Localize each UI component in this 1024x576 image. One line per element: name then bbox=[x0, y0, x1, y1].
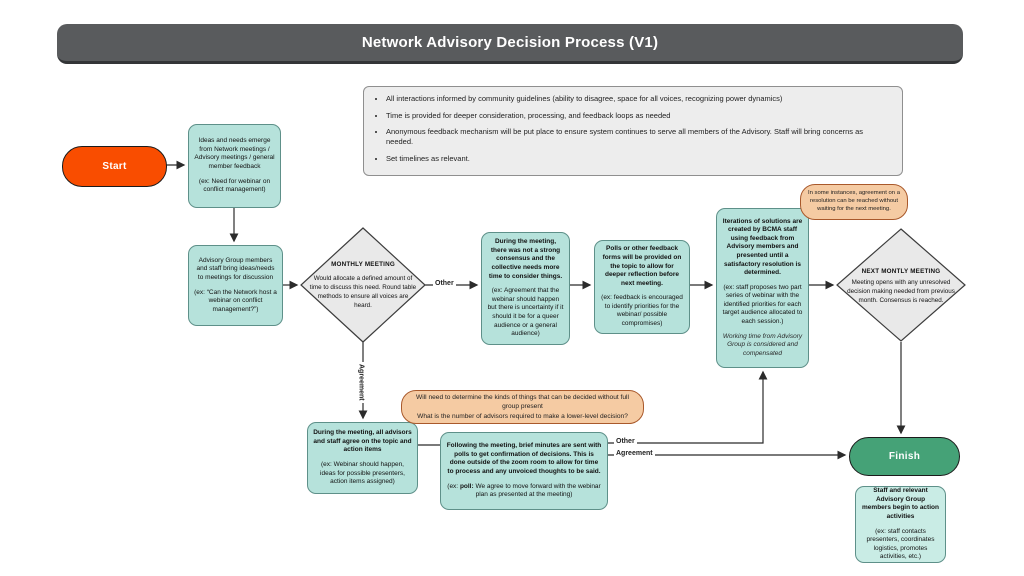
callout-line: Will need to determine the kinds of thin… bbox=[416, 394, 629, 411]
start-node: Start bbox=[62, 146, 167, 187]
node-agree-topic: During the meeting, all advisors and sta… bbox=[307, 422, 418, 494]
callout-instances: In some instances, agreement on a resolu… bbox=[800, 184, 908, 220]
decision-title: NEXT MONTLY MEETING bbox=[861, 267, 941, 275]
node-iterations: Iterations of solutions are created by B… bbox=[716, 208, 809, 368]
node-note: Working time from Advisory Group is cons… bbox=[722, 332, 803, 357]
node-example: (ex: Webinar should happen, ideas for po… bbox=[320, 461, 405, 486]
note-item: Anonymous feedback mechanism will be put… bbox=[386, 127, 890, 147]
callout-line: What is the number of advisors required … bbox=[417, 412, 628, 420]
node-ideas-emerge: Ideas and needs emerge from Network meet… bbox=[188, 124, 281, 208]
node-minutes-polls: Following the meeting, brief minutes are… bbox=[440, 432, 608, 510]
page-title: Network Advisory Decision Process (V1) bbox=[361, 34, 659, 51]
example-prefix: (ex: bbox=[447, 482, 460, 490]
node-no-consensus: During the meeting, there was not a stro… bbox=[481, 232, 570, 345]
node-example: (ex: feedback is encouraged to identify … bbox=[601, 294, 683, 328]
example-rest: We agree to move forward with the webina… bbox=[473, 482, 601, 499]
node-example: (ex: staff contacts presenters, coordina… bbox=[866, 527, 935, 561]
decision-title: MONTHLY MEETING bbox=[331, 260, 395, 268]
edge-label-other-2: Other bbox=[614, 438, 637, 446]
decision-next-meeting: NEXT MONTLY MEETING Meeting opens with a… bbox=[846, 258, 956, 314]
decision-monthly-meeting: MONTHLY MEETING Would allocate a defined… bbox=[309, 248, 417, 322]
decision-body: Would allocate a defined amount of time … bbox=[309, 274, 417, 310]
node-heading: Iterations of solutions are created by B… bbox=[722, 217, 803, 277]
node-example: (ex: poll: We agree to move forward with… bbox=[446, 483, 602, 500]
node-bring-ideas: Advisory Group members and staff bring i… bbox=[188, 245, 283, 326]
callout-determine: Will need to determine the kinds of thin… bbox=[401, 390, 644, 424]
note-item: Set timelines as relevant. bbox=[386, 154, 890, 164]
node-example: (ex: Agreement that the webinar should h… bbox=[487, 287, 564, 338]
example-bold: poll: bbox=[459, 482, 474, 490]
node-example: (ex: “Can the Network host a webinar on … bbox=[194, 288, 277, 313]
edge-label-agreement-2: Agreement bbox=[614, 450, 655, 458]
node-body: Advisory Group members and staff bring i… bbox=[196, 256, 275, 281]
node-example: (ex: Need for webinar on conflict manage… bbox=[198, 177, 271, 194]
node-polls-feedback: Polls or other feedback forms will be pr… bbox=[594, 240, 690, 334]
callout-text: In some instances, agreement on a resolu… bbox=[807, 190, 900, 212]
finish-label: Finish bbox=[888, 451, 921, 462]
node-heading: During the meeting, there was not a stro… bbox=[488, 238, 563, 280]
node-example: (ex: staff proposes two part series of w… bbox=[722, 283, 803, 326]
guidelines-notes-panel: All interactions informed by community g… bbox=[363, 86, 903, 176]
decision-body: Meeting opens with any unresolved decisi… bbox=[847, 278, 955, 305]
node-heading: Polls or other feedback forms will be pr… bbox=[602, 245, 682, 287]
edge-label-other-1: Other bbox=[433, 280, 456, 288]
node-action-activities: Staff and relevant Advisory Group member… bbox=[855, 486, 946, 563]
start-label: Start bbox=[102, 161, 127, 172]
edge-label-agreement-vertical: Agreement bbox=[357, 362, 365, 403]
node-heading: During the meeting, all advisors and sta… bbox=[313, 429, 412, 454]
node-heading: Staff and relevant Advisory Group member… bbox=[862, 487, 939, 520]
node-heading: Following the meeting, brief minutes are… bbox=[446, 442, 602, 475]
finish-node: Finish bbox=[849, 437, 960, 476]
note-item: Time is provided for deeper consideratio… bbox=[386, 111, 890, 121]
flowchart-title-bar: Network Advisory Decision Process (V1) bbox=[57, 24, 963, 64]
note-item: All interactions informed by community g… bbox=[386, 94, 890, 104]
node-body: Ideas and needs emerge from Network meet… bbox=[194, 137, 275, 170]
